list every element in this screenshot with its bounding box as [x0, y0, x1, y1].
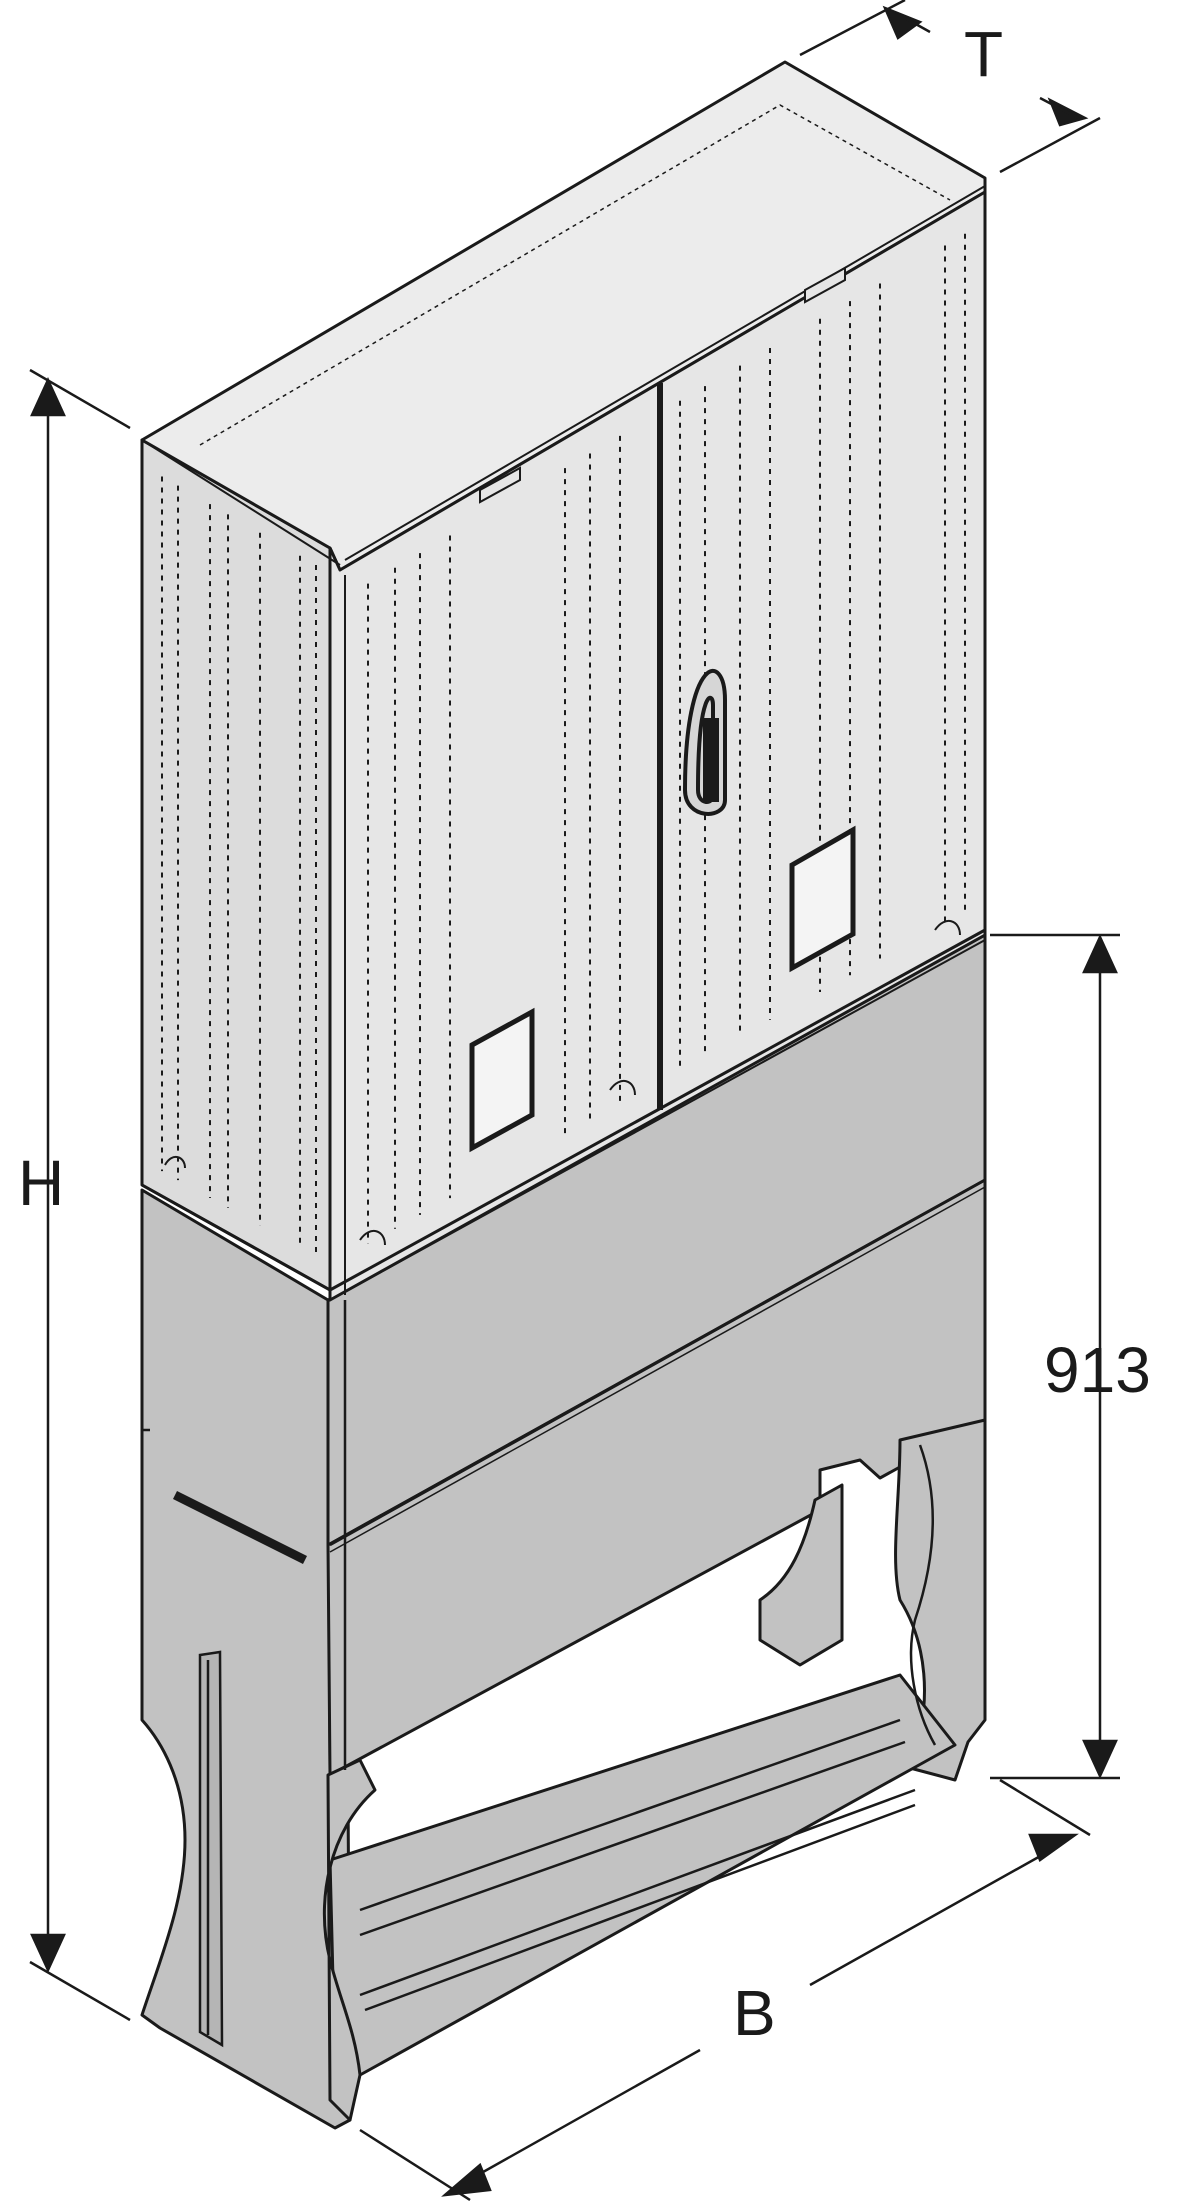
plinth-rear-leg: [758, 1483, 844, 1667]
dim-b-line-upper: [809, 1843, 1061, 1987]
cabinet-top-details: [141, 104, 986, 566]
dim-t-arrow-left: [882, 5, 923, 40]
plinth-front-left-leg: [322, 1758, 377, 2122]
dim-h-label: H: [18, 1147, 64, 1219]
window-left-door: [469, 1007, 535, 1153]
plinth-floor-frame: [328, 1673, 957, 2077]
plinth-left-side: [140, 1188, 352, 2130]
dim-t-ext-right: [999, 116, 1101, 174]
dim-t-line-left: [904, 16, 931, 34]
dim-h-arrow-bottom: [30, 1933, 66, 1974]
dim-913-label: 913: [1044, 1334, 1151, 1406]
plinth-details: [142, 1178, 986, 2048]
door-handle[interactable]: [682, 668, 727, 816]
dim-t-label: T: [964, 18, 1003, 90]
dim-t-ext-left: [799, 0, 906, 57]
dim-b-arrow-left: [441, 2162, 492, 2197]
cabinet-doors: [141, 383, 986, 1301]
plinth-slot: [172, 1490, 308, 1565]
dim-b-line-lower: [459, 2048, 701, 2187]
dim-t-line-right: [1039, 96, 1079, 120]
dimension-lines: [29, 0, 1120, 2202]
plinth: [140, 933, 987, 2130]
window-right-door: [789, 825, 856, 973]
dim-b-ext-right: [999, 1778, 1091, 1837]
cabinet-hinges: [479, 266, 846, 504]
dim-b-label: B: [733, 1977, 776, 2049]
dim-h-ext-top: [29, 368, 131, 430]
cabinet-left-side: [140, 438, 332, 1292]
door-curl-marks: [164, 920, 961, 1246]
dim-913-arrow-bottom: [1082, 1739, 1118, 1780]
plinth-front-lower: [326, 1178, 987, 1777]
viewing-windows: [469, 825, 856, 1153]
dim-h-arrow-top: [30, 376, 66, 417]
dim-913-arrow-top: [1082, 933, 1118, 974]
dim-b-arrow-right: [1028, 1833, 1079, 1862]
dim-h-ext-bottom: [29, 1960, 131, 2022]
